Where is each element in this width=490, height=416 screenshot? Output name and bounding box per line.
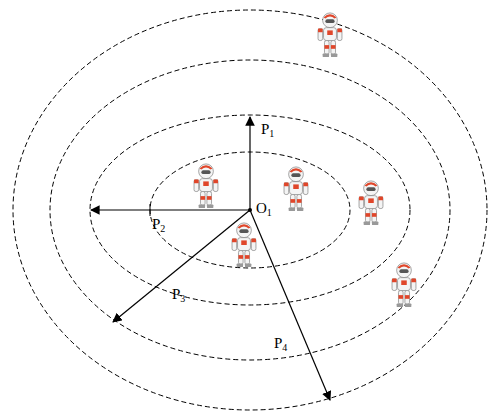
dashed-ring	[13, 10, 487, 410]
robot-figure	[232, 223, 256, 267]
center-point	[248, 208, 252, 212]
dashed-ring	[50, 60, 450, 360]
dashed-ring	[90, 115, 410, 305]
vector-label: P1	[261, 122, 274, 139]
robot-figure	[284, 167, 308, 211]
vector-label: P4	[274, 336, 287, 353]
robot-figure	[318, 13, 342, 57]
vector-label: P3	[172, 287, 185, 304]
tick-mark	[150, 204, 151, 216]
radius-arrow	[91, 209, 250, 210]
radius-arrow	[249, 117, 250, 210]
robot-figure	[194, 164, 218, 208]
radius-arrow	[250, 210, 330, 400]
robot-figure	[359, 181, 383, 225]
radius-arrow	[113, 210, 250, 322]
vector-label: O1	[256, 201, 272, 218]
robot-figure	[392, 263, 416, 307]
vector-label: P2	[152, 217, 165, 234]
